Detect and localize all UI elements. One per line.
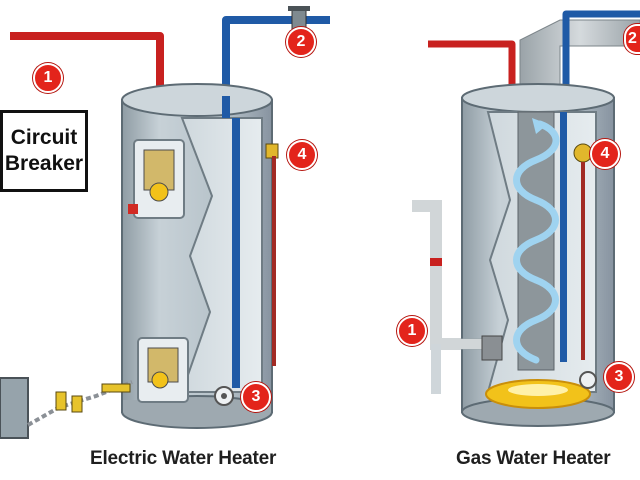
upper-element-icon <box>149 182 169 202</box>
electric-badge-4: 4 <box>287 140 317 170</box>
gas-badge-4: 4 <box>590 139 620 169</box>
gas-hot-water-pipe <box>428 40 516 96</box>
heat-flow-arrows <box>513 118 560 364</box>
electric-badge-3: 3 <box>241 382 271 412</box>
electric-water-heater <box>0 6 330 439</box>
circuit-breaker-line1: Circuit <box>10 126 78 149</box>
gas-badge-1: 1 <box>397 316 427 346</box>
gas-cold-water-pipe <box>562 10 640 96</box>
electric-tp-valve-icon <box>265 143 279 159</box>
electric-cold-water-pipe <box>222 16 330 96</box>
electric-caption: Electric Water Heater <box>90 448 277 469</box>
electric-hot-water-pipe <box>10 32 164 96</box>
electric-badge-1: 1 <box>33 63 63 93</box>
circuit-breaker-label: Circuit Breaker <box>0 110 88 192</box>
gas-supply-line <box>412 201 488 349</box>
gas-badge-2: 2 <box>624 24 640 54</box>
electric-badge-2: 2 <box>286 27 316 57</box>
gas-tank-top <box>461 83 615 113</box>
circuit-breaker-line2: Breaker <box>4 152 84 175</box>
gas-caption: Gas Water Heater <box>456 448 611 469</box>
lower-element-icon <box>151 371 169 389</box>
electric-junction-box <box>0 377 29 439</box>
electric-tank-cutaway <box>180 117 263 393</box>
gas-water-heater <box>412 10 640 427</box>
gas-control-valve-icon <box>481 335 503 361</box>
gas-drain-valve-icon <box>579 371 597 389</box>
electric-tank-top <box>121 83 273 117</box>
gas-badge-3: 3 <box>604 362 634 392</box>
